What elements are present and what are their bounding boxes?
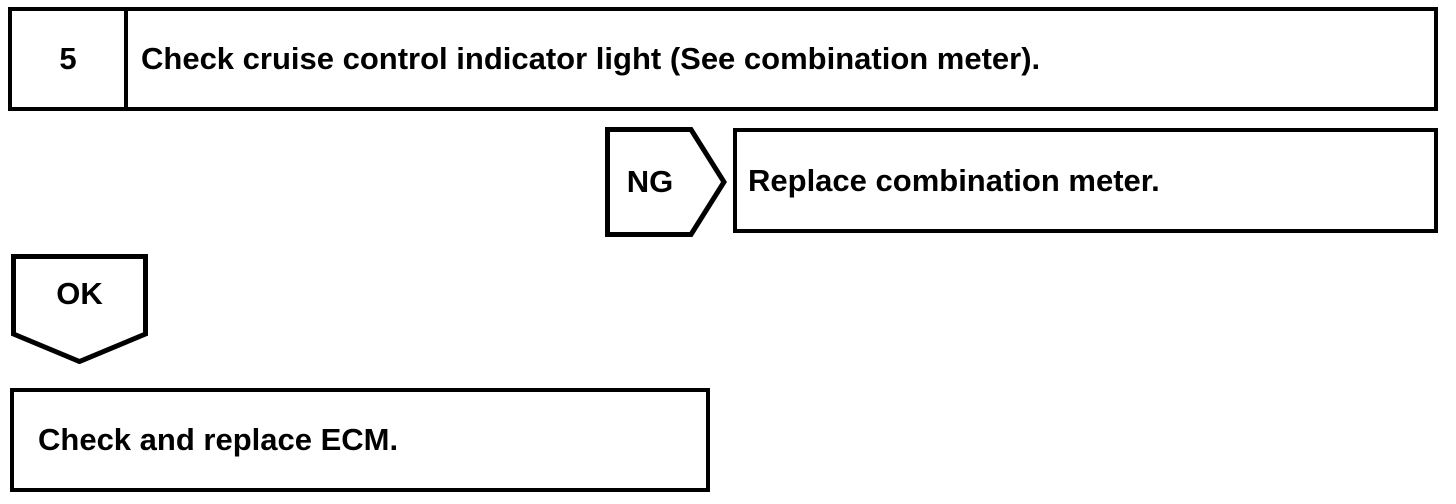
ng-arrow-right-icon <box>605 127 727 237</box>
ok-label: OK <box>56 276 103 311</box>
ok-action-text: Check and replace ECM. <box>38 422 399 457</box>
ng-connector: NG <box>605 127 727 237</box>
step-box: 5 Check cruise control indicator light (… <box>8 7 1438 111</box>
ok-connector: OK <box>11 254 148 364</box>
ok-arrow-down-icon <box>11 254 148 364</box>
step-number: 5 <box>12 11 128 107</box>
ng-label: NG <box>626 164 674 199</box>
ng-action-text: Replace combination meter. <box>748 162 1160 198</box>
ng-action-box: Replace combination meter. <box>733 128 1438 233</box>
ok-action-box: Check and replace ECM. <box>10 388 710 492</box>
step-instruction: Check cruise control indicator light (Se… <box>141 41 1041 76</box>
